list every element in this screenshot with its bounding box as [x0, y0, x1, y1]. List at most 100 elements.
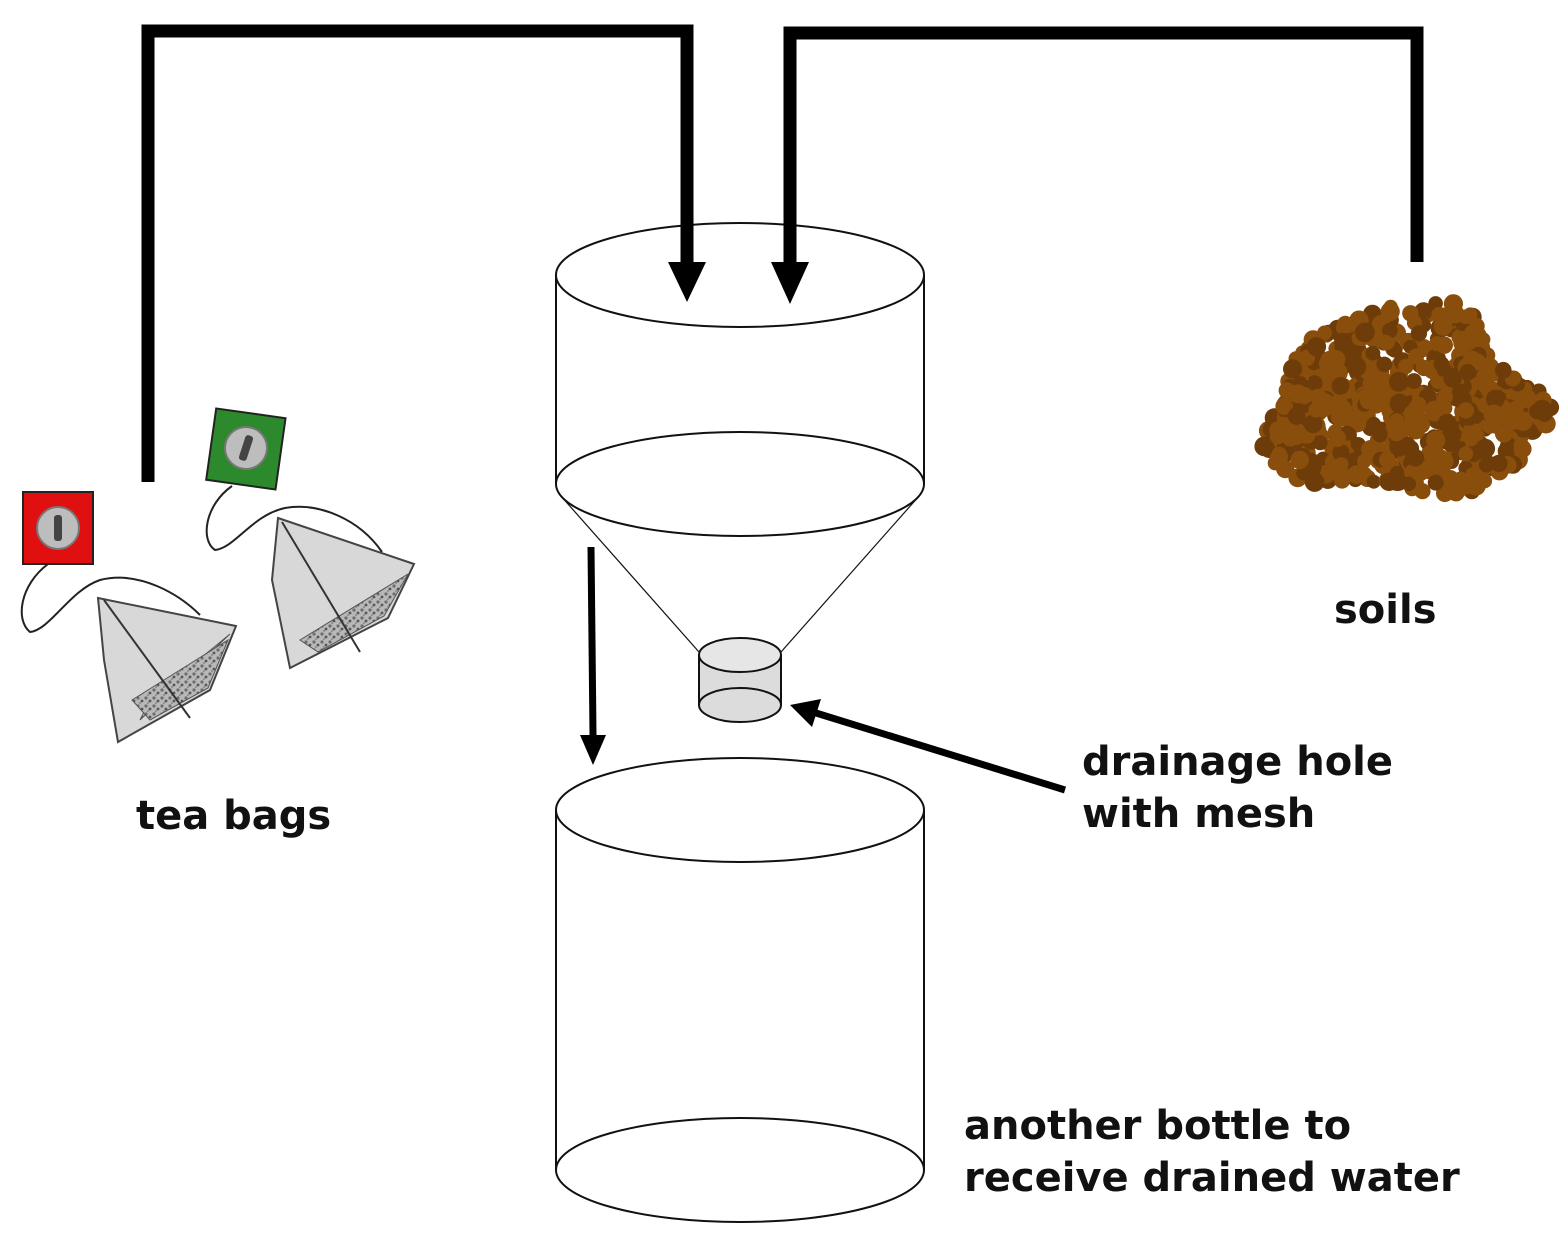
soil-granule [1452, 383, 1469, 401]
soil-granule [1376, 356, 1393, 373]
soil-granule [1464, 467, 1484, 487]
soil-granule [1334, 332, 1353, 352]
soil-granule [1401, 476, 1417, 492]
soil-granule [1290, 450, 1310, 470]
drain-flow-arrow [580, 546, 606, 765]
soil-granule [1532, 399, 1552, 420]
soil-granule [1355, 322, 1375, 343]
bottle-label-line1: another bottle to [964, 1103, 1352, 1149]
soil-granule [1278, 382, 1296, 399]
soil-granule [1306, 337, 1327, 357]
soil-granule [1365, 345, 1381, 361]
soil-granule [1443, 294, 1463, 314]
soil-granule [1431, 306, 1447, 323]
soil-granule [1319, 364, 1335, 380]
soil-granule [1406, 373, 1422, 389]
soil-granule [1328, 463, 1344, 479]
soil-granule [1304, 472, 1325, 492]
soil-granule [1379, 472, 1399, 491]
soil-granule [1330, 399, 1350, 419]
soil-granule [1435, 336, 1454, 354]
soil-granule [1287, 407, 1306, 425]
soil-granule [1306, 375, 1323, 392]
soil-granule [1328, 429, 1346, 447]
soil-granule [1303, 414, 1323, 434]
tea-bag-green [205, 407, 416, 670]
soil-granule [1406, 448, 1425, 467]
soil-granule [1331, 377, 1350, 395]
tea-bags-label: tea bags [136, 790, 331, 842]
soil-granule [1410, 325, 1428, 342]
soil-granule [1410, 462, 1430, 482]
soil-granule [1332, 444, 1350, 462]
soil-granule [1368, 379, 1388, 399]
soil-granule [1425, 404, 1443, 422]
soil-granule [1464, 324, 1483, 343]
soil-granule [1478, 457, 1494, 473]
soil-granule [1437, 413, 1457, 433]
soil-granule [1434, 451, 1454, 471]
soil-granule [1389, 393, 1410, 414]
soils-arrow [771, 26, 1424, 304]
soil-granule [1346, 356, 1367, 377]
upper-bottle-top-rim [555, 222, 925, 328]
soil-granule [1403, 404, 1423, 424]
soil-granule [1513, 437, 1529, 453]
lower-bottle [555, 757, 925, 1223]
soil-granule [1366, 416, 1382, 432]
funnel-cone [559, 494, 921, 653]
soil-granule [1254, 436, 1275, 457]
soil-granule [1398, 358, 1414, 375]
mesh-top [698, 637, 782, 673]
soil-granule [1317, 325, 1332, 341]
soil-granule [1485, 389, 1505, 409]
drainage-hole [698, 637, 782, 723]
soil-granule [1513, 411, 1533, 431]
soil-granule [1380, 301, 1400, 322]
soil-granule [1457, 402, 1475, 419]
soil-granule [1312, 435, 1328, 451]
soils-label-text: soils [1334, 587, 1437, 633]
soil-granule [1347, 465, 1366, 484]
soil-granule [1439, 388, 1455, 404]
soil-granule [1388, 371, 1409, 392]
soil-granule [1459, 364, 1477, 381]
drainage-hole-label-line2: with mesh [1082, 791, 1316, 837]
drainage-hole-label-line1: drainage hole [1082, 739, 1394, 785]
drainage-pointer-arrow [790, 699, 1067, 794]
soil-granule [1387, 423, 1406, 442]
soil-granule [1271, 446, 1288, 463]
lower-bottle-top-rim [555, 757, 925, 863]
soil-granule [1436, 361, 1452, 377]
soil-granule [1372, 427, 1388, 443]
soil-granule [1399, 436, 1416, 453]
tea-bag-red [20, 491, 238, 744]
lower-bottle-bottom-rim [555, 1117, 925, 1223]
soil-pile [1254, 294, 1560, 503]
drainage-hole-label: drainage hole with mesh [1082, 736, 1393, 840]
soil-granule [1408, 348, 1424, 365]
tea-bags-arrow [141, 24, 706, 482]
soil-granule [1463, 307, 1478, 322]
soils-label: soils [1334, 584, 1437, 636]
bottle-label-line2: receive drained water [964, 1155, 1460, 1201]
upper-bottle [555, 222, 925, 537]
soil-granule [1308, 402, 1324, 418]
tea-bags-label-text: tea bags [136, 793, 332, 839]
soil-granule [1275, 397, 1293, 415]
soil-granule [1476, 376, 1494, 394]
soil-granule [1463, 432, 1478, 447]
soil-granule [1494, 424, 1513, 443]
soil-granule [1382, 322, 1398, 339]
upper-bottle-bottom-rim [555, 431, 925, 537]
soil-granule [1357, 454, 1372, 469]
soil-granule [1379, 451, 1396, 468]
soil-granule [1366, 474, 1381, 489]
soil-granule [1495, 361, 1512, 379]
soil-granule [1490, 454, 1508, 473]
soil-granule [1389, 413, 1405, 428]
soil-granule [1427, 474, 1444, 491]
bottle-label: another bottle to receive drained water [964, 1100, 1460, 1204]
soil-granule [1453, 479, 1471, 497]
